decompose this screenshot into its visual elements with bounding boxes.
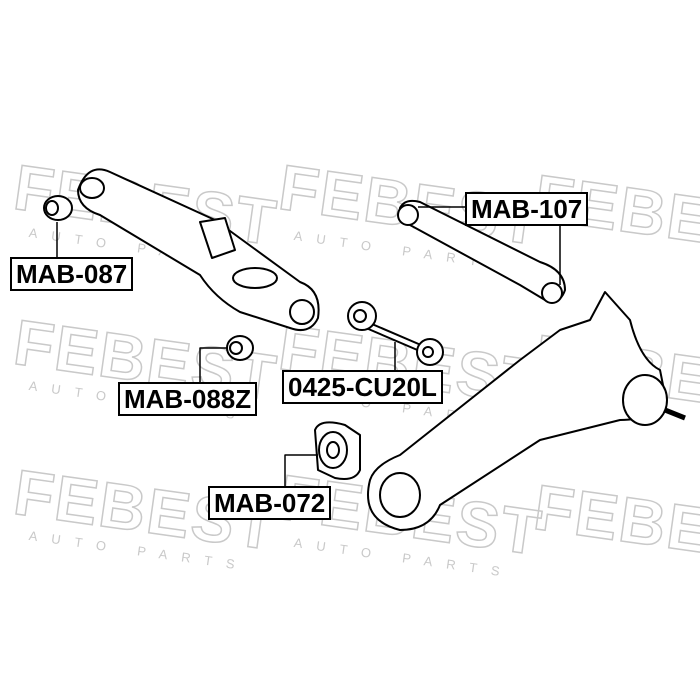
part-label-mab-087: MAB-087 (10, 257, 134, 291)
part-label-0425-cu20l: 0425-CU20L (282, 370, 443, 404)
part-label-mab-107: MAB-107 (465, 192, 589, 226)
part-label-mab-088z: MAB-088Z (118, 382, 258, 416)
lower-control-arm (77, 168, 320, 331)
part-label-mab-072: MAB-072 (208, 486, 332, 520)
leader-lines (56, 206, 561, 487)
